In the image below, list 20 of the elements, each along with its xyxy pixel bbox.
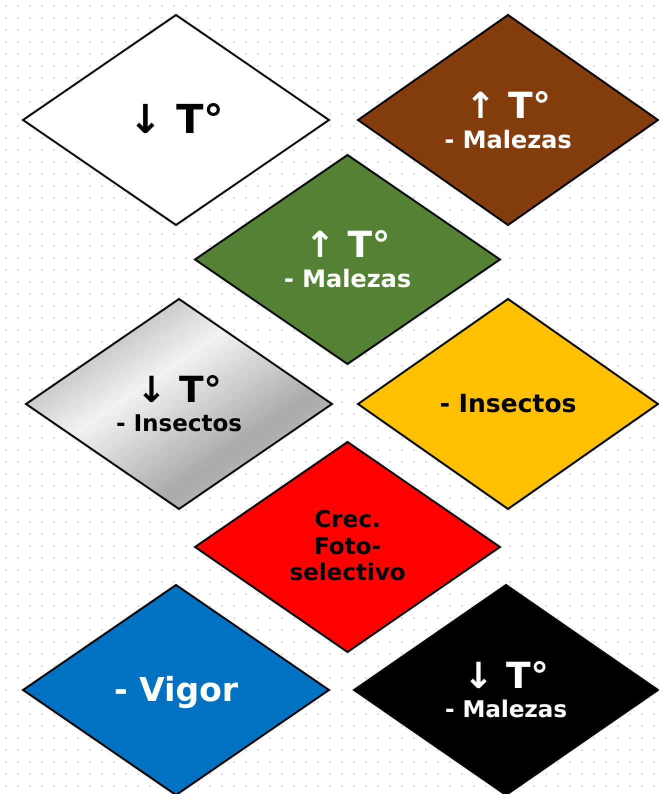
diamond-label: - Insectos (440, 390, 576, 418)
diamond-label: - Insectos (116, 411, 242, 438)
diamond-label: Crec. Foto- selectivo (288, 507, 407, 587)
diamond-label: ↑ T° (304, 225, 390, 266)
diamond-shape (357, 298, 659, 510)
diamond-label: ↓ T° (136, 370, 222, 412)
diamond-label: ↓ T° (463, 656, 549, 698)
diamond-shape (25, 298, 333, 510)
diamond-label: ↓ T° (128, 97, 224, 143)
diamond-label: - Malezas (444, 697, 568, 724)
diamond-shape (194, 154, 501, 365)
diamond-label: - Malezas (284, 266, 412, 294)
diamond-shape (194, 441, 501, 653)
diamond-label: ↑ T° (465, 86, 551, 127)
diamond-label: - Vigor (114, 671, 238, 709)
diamond-shape (22, 584, 330, 794)
diamond-shape (353, 584, 659, 794)
diamond-shape (357, 14, 659, 226)
diamond-shape (22, 14, 330, 226)
diamond-label: - Malezas (444, 126, 572, 154)
